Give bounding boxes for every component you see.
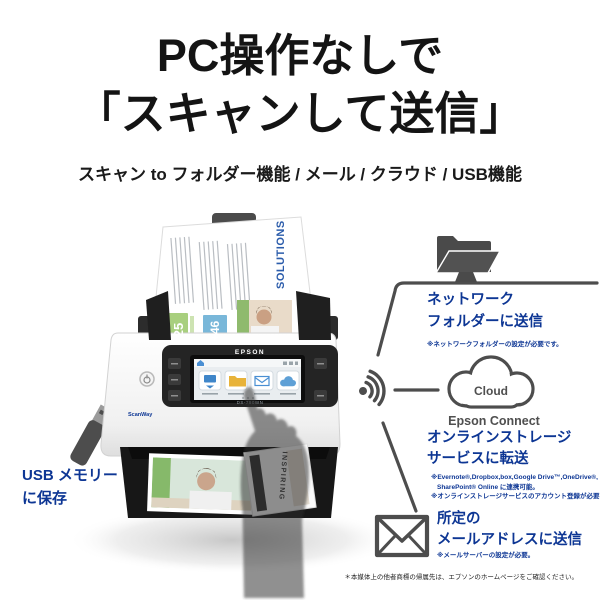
wireless-signal-icon [359,369,386,407]
feeder-document-headline: SOLUTIONS [275,220,287,289]
cloud-word: Cloud [474,384,508,398]
scanner-shadow [67,506,397,574]
page-title-line2: 「スキャンして送信」 [75,88,525,139]
scan-to-cloud-icon [280,376,296,387]
output-photo [147,453,258,515]
output-tray [120,443,338,518]
cloud-label-line2: サービスに転送 [427,451,529,467]
scan-to-email-icon [254,375,270,387]
scanner-model-label: DS-790WN [236,400,264,405]
scan-to-folder-icon [229,376,246,387]
email-envelope-icon [374,514,430,558]
edge-guide-right [296,291,331,340]
scanner-scanway-logo: ScanWay [128,412,153,418]
cloud-label-line1: オンラインストレージ [427,430,572,446]
touchscreen [190,355,305,403]
epson-connect-label: Epson Connect [448,414,540,428]
network-folder-note: ※ネットワークフォルダーの設定が必要です。 [427,341,563,348]
cloud-note-line2: SharePoint® Online に連携可能。 [437,483,539,491]
email-note: ※メールサーバーの設定が必要。 [437,552,535,559]
home-icon [197,360,204,366]
scan-to-pc-icon [204,375,216,389]
usb-label-line1: USB メモリー [22,467,118,484]
feeder-document-stat-green: 25 [171,322,186,338]
footer-disclaimer: ＊本媒体上の他者商標の帰属先は、エプソンのホームページをご確認ください。 [344,574,578,581]
page-title-line1: PC操作なしで [156,30,444,81]
line-to-network-folder [376,281,599,357]
page-subtitle: スキャン to フォルダー機能 / メール / クラウド / USB機能 [78,165,522,184]
cloud-note-line3: ※オンラインストレージサービスのアカウント登録が必要です。 [431,493,600,500]
cloud-note-line1: ※Evernote®,Dropbox,box,Google Drive™,One… [431,474,598,481]
scanner-brand-logo: EPSON [234,348,266,356]
network-folder-icon [434,236,502,282]
edge-guide-left [146,291,171,340]
network-folder-label-line2: フォルダーに送信 [427,314,543,330]
network-folder-label-line1: ネットワーク [427,292,514,308]
email-label-line1: 所定の [437,511,481,527]
line-to-email [381,421,418,513]
power-button [139,371,155,387]
email-label-line2: メールアドレスに送信 [437,532,582,548]
cloud-icon [447,355,535,409]
usb-label-line2: に保存 [22,490,68,507]
feeder-document-stat-blue: +46 [208,320,222,342]
